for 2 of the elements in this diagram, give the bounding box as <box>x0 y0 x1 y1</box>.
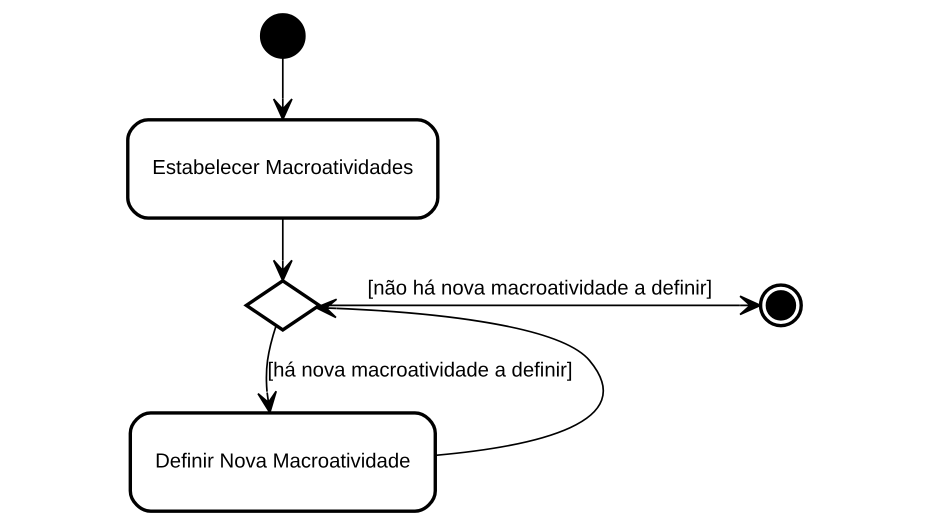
edge-label: [não há nova macroatividade a definir] <box>368 278 712 300</box>
edge-label: [há nova macroatividade a definir] <box>267 360 573 382</box>
